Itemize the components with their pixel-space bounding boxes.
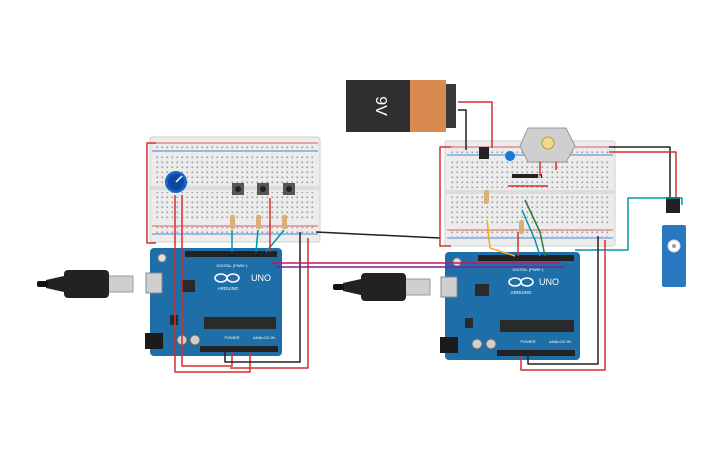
- arduino-model: UNO: [251, 273, 271, 283]
- wire[interactable]: [458, 109, 467, 150]
- wire[interactable]: [224, 352, 258, 363]
- microcontroller-chip: [500, 320, 574, 332]
- arduino-logo-icon: [508, 277, 534, 287]
- capacitor-icon[interactable]: [505, 151, 515, 161]
- arduino-brand: ARDUINO: [511, 290, 532, 295]
- resistor-icon[interactable]: [256, 215, 261, 229]
- transistor-icon[interactable]: [479, 147, 489, 159]
- power-jack[interactable]: [145, 333, 163, 349]
- wire[interactable]: [255, 229, 259, 253]
- pushbutton-icon[interactable]: [257, 183, 269, 195]
- reset-button[interactable]: [157, 253, 167, 263]
- analog-header-label: ANALOG IN: [253, 335, 275, 340]
- microcontroller-chip: [204, 317, 276, 329]
- digital-header-label: DIGITAL (PWM~): [217, 263, 249, 268]
- arduino-model: UNO: [539, 277, 559, 287]
- wire[interactable]: [258, 232, 301, 363]
- power-jack[interactable]: [440, 337, 458, 353]
- potentiometer-icon[interactable]: [165, 171, 187, 193]
- usb-port[interactable]: [440, 276, 458, 298]
- wire[interactable]: [524, 199, 546, 257]
- usb-cable-icon[interactable]: [333, 273, 431, 301]
- wire[interactable]: [439, 146, 451, 247]
- wire[interactable]: [575, 197, 683, 251]
- pushbutton-icon[interactable]: [232, 183, 244, 195]
- wire[interactable]: [527, 236, 599, 365]
- resistor-icon[interactable]: [484, 190, 489, 204]
- digital-header-label: DIGITAL (PWM~): [513, 267, 545, 272]
- wire[interactable]: [458, 101, 493, 148]
- wire[interactable]: [520, 240, 606, 371]
- wires: [146, 101, 683, 373]
- resistor-icon[interactable]: [519, 220, 524, 234]
- wire[interactable]: [521, 209, 541, 257]
- analog-header-label: ANALOG IN: [549, 339, 571, 344]
- wire[interactable]: [146, 142, 156, 244]
- power-header-label: POWER: [224, 335, 239, 340]
- battery-label: 9V: [372, 96, 389, 116]
- servo-motor-icon[interactable]: [662, 197, 686, 287]
- resistor-icon[interactable]: [230, 215, 235, 229]
- wire[interactable]: [609, 151, 677, 197]
- usb-cable-icon[interactable]: [37, 270, 134, 298]
- breadboard-right[interactable]: [444, 140, 616, 247]
- power-header-label: POWER: [520, 339, 535, 344]
- breadboard-left[interactable]: [149, 136, 321, 243]
- dc-motor-icon[interactable]: [519, 127, 576, 170]
- pushbutton-icon[interactable]: [283, 183, 295, 195]
- arduino-uno-right[interactable]: DIGITAL (PWM~) ARDUINO UNO POWER ANALOG …: [440, 252, 580, 360]
- arduino-logo-icon: [214, 273, 240, 283]
- battery-9v-icon[interactable]: 9V: [346, 80, 456, 132]
- wire[interactable]: [230, 238, 309, 369]
- usb-port[interactable]: [145, 272, 163, 294]
- arduino-uno-left[interactable]: DIGITAL (PWM~) ARDUINO UNO POWER ANALOG …: [145, 248, 282, 356]
- wire[interactable]: [609, 146, 671, 197]
- wire[interactable]: [181, 195, 233, 367]
- wire[interactable]: [486, 219, 516, 257]
- wire[interactable]: [315, 231, 441, 239]
- reset-button[interactable]: [452, 257, 462, 267]
- diode-icon[interactable]: [512, 174, 542, 178]
- wire[interactable]: [265, 229, 285, 253]
- resistor-icon[interactable]: [282, 215, 287, 229]
- arduino-brand: ARDUINO: [218, 286, 239, 291]
